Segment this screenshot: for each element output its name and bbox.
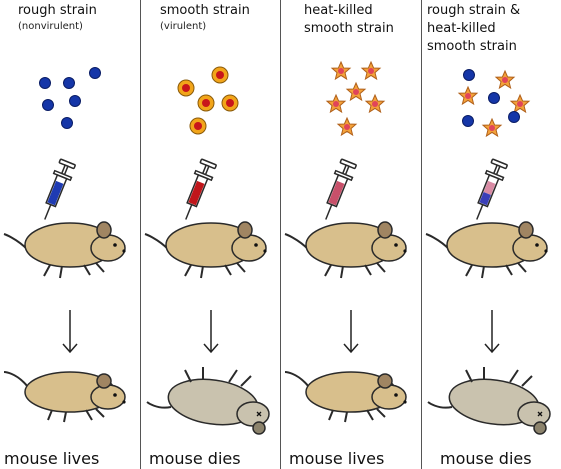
mouse-icon [146, 367, 270, 435]
smooth-bacteria-cluster [177, 66, 239, 135]
rough-bacteria-cluster [39, 67, 101, 129]
syringe-icon [44, 158, 76, 220]
panel-title-line: smooth strain [427, 39, 517, 54]
mouse-icon [3, 221, 126, 279]
rough-bacterium [61, 117, 73, 129]
panel-illustration [3, 67, 126, 423]
heat-killed-bacterium [510, 94, 530, 113]
panel-title-line: smooth strain [160, 3, 250, 18]
panel-rough-plus-heat-killed-smooth: rough strain & heat-killed smooth strain [422, 0, 561, 469]
rough-bacterium [63, 77, 75, 89]
rough-bacterium [488, 92, 500, 104]
panel-rough-strain: rough strain (nonvirulent) [0, 0, 140, 469]
heat-killed-bacterium [482, 118, 502, 137]
heat-killed-bacterium [365, 94, 385, 113]
panel-title-line: rough strain & [427, 3, 521, 18]
heat-killed-bacterium [337, 117, 357, 136]
syringe-icon [476, 158, 508, 220]
mouse-icon [427, 367, 551, 435]
mouse-icon [425, 221, 548, 279]
heat-killed-bacterium [346, 82, 366, 101]
mouse-icon [284, 371, 407, 423]
panel-subtitle: (virulent) [160, 21, 207, 32]
panel-title-line: heat-killed [427, 21, 496, 36]
heat-killed-bacterium [326, 94, 346, 113]
rough-bacterium [42, 99, 54, 111]
mouse-icon [284, 221, 407, 279]
heat-killed-bacterium [495, 70, 515, 89]
rough-bacterium [463, 69, 475, 81]
smooth-bacterium [211, 66, 229, 84]
panel-title-line: rough strain [18, 3, 97, 18]
panel-divider-1 [140, 0, 141, 469]
down-arrow-icon [62, 310, 78, 354]
panel-heat-killed-smooth-strain: heat-killed smooth strain [281, 0, 421, 469]
mouse-icon [3, 371, 126, 423]
panel-outcome: mouse dies [440, 449, 532, 468]
panel-header: rough strain & heat-killed smooth strain [427, 2, 561, 56]
panel-outcome: mouse lives [4, 449, 100, 468]
mouse-icon [144, 221, 267, 279]
down-arrow-icon [484, 310, 500, 354]
panel-title-line: heat-killed [304, 3, 373, 18]
heat-killed-bacterium [458, 86, 478, 105]
down-arrow-icon [343, 310, 359, 354]
down-arrow-icon [203, 310, 219, 354]
panel-header: rough strain (nonvirulent) [18, 2, 140, 34]
panel-title-line: smooth strain [304, 21, 394, 36]
panel-outcome: mouse dies [149, 449, 241, 468]
panel-header: heat-killed smooth strain [304, 2, 421, 38]
panel-illustration [144, 66, 270, 435]
smooth-bacterium [177, 79, 195, 97]
panel-header: smooth strain (virulent) [160, 2, 281, 34]
heat-killed-bacteria-cluster [326, 61, 385, 136]
syringe-icon [325, 158, 357, 220]
panel-illustration [425, 69, 551, 435]
heat-killed-bacterium [361, 61, 381, 80]
mixed-bacteria-cluster [458, 69, 530, 137]
rough-bacterium [89, 67, 101, 79]
smooth-bacterium [197, 94, 215, 112]
syringe-icon [185, 158, 217, 220]
rough-bacterium [462, 115, 474, 127]
heat-killed-bacterium [331, 61, 351, 80]
rough-bacterium [69, 95, 81, 107]
panel-smooth-strain: smooth strain (virulent) [141, 0, 281, 469]
panel-outcome: mouse lives [289, 449, 385, 468]
panel-subtitle: (nonvirulent) [18, 21, 83, 32]
panel-divider-3 [421, 0, 422, 469]
panel-divider-2 [280, 0, 281, 469]
rough-bacterium [508, 111, 520, 123]
smooth-bacterium [189, 117, 207, 135]
rough-bacterium [39, 77, 51, 89]
smooth-bacterium [221, 94, 239, 112]
panel-illustration [284, 61, 407, 423]
